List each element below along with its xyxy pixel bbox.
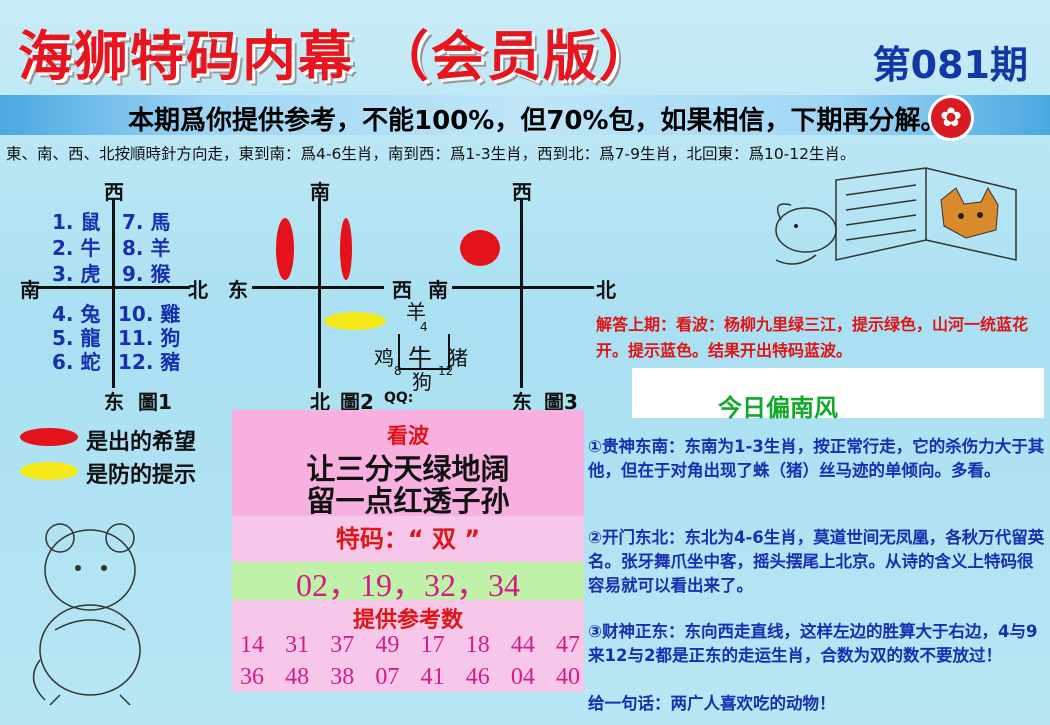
compass-right-number: 12 xyxy=(438,364,454,378)
reference-number: 49 xyxy=(375,632,400,658)
compass-left-word: 鸡 xyxy=(374,346,394,370)
reference-number: 46 xyxy=(465,664,490,690)
reference-number: 44 xyxy=(510,632,535,658)
diagram3-right-label: 北 xyxy=(596,278,616,302)
main-numbers-panel xyxy=(232,562,584,600)
legend-red-text: 是出的希望 xyxy=(86,430,197,455)
diagram2-vertical-axis xyxy=(318,198,321,388)
banner-strip xyxy=(0,95,1050,135)
kanbo-title: 看波 xyxy=(387,424,429,448)
mouse-doodle-illustration xyxy=(32,523,141,706)
diagram1-left-label: 南 xyxy=(20,278,40,302)
reference-number: 48 xyxy=(285,664,310,690)
red-marker-oval xyxy=(276,218,294,280)
intro-text: 東、南、西、北按順時針方向走，東到南：爲4-6生肖，南到西：爲1-3生肖，西到北… xyxy=(6,145,856,163)
diagram1-caption: 圖1 xyxy=(138,390,172,414)
diagram2-bottom-label: 北 xyxy=(310,390,330,414)
zodiac-item: 11. 狗 xyxy=(118,326,181,350)
zodiac-item: 3. 虎 xyxy=(52,262,101,286)
reference-number: 31 xyxy=(285,632,310,658)
tema-label: 特码：“ 双 ” xyxy=(335,525,481,553)
reference-number: 14 xyxy=(240,632,264,658)
reference-number: 41 xyxy=(420,664,445,690)
diagram3-horizontal-axis xyxy=(452,286,594,289)
banner-text: 本期爲你提供参考，不能100%，但70%包，如果相信，下期再分解。 xyxy=(128,106,947,136)
qq-label: QQ: xyxy=(384,390,414,406)
compass-up-word: 羊 xyxy=(406,300,426,324)
compass-center-word: 牛 xyxy=(408,344,432,372)
legend-yellow-oval xyxy=(20,462,78,480)
zodiac-item: 12. 豬 xyxy=(118,350,181,374)
main-numbers: 02，19，32，34 xyxy=(295,567,520,603)
zodiac-item: 9. 猴 xyxy=(122,262,171,286)
reference-number: 17 xyxy=(420,632,445,658)
hint-paragraph-3: ③财神正东：东向西走直线，这样左边的胜算大于右边，4与9来12与2都是正东的走运… xyxy=(588,622,1038,665)
page-title: 海狮特码内幕 （会员版） xyxy=(18,25,655,88)
reference-number: 47 xyxy=(555,632,580,658)
zodiac-item: 8. 羊 xyxy=(122,236,171,260)
reference-number: 07 xyxy=(375,664,400,690)
diagram1-vertical-axis xyxy=(112,198,115,388)
compass-down-word: 狗 xyxy=(412,370,432,394)
diagram3-top-label: 西 xyxy=(512,180,532,204)
tema-panel xyxy=(232,516,584,562)
zodiac-item: 1. 鼠 xyxy=(52,210,101,234)
reference-number: 18 xyxy=(465,632,490,658)
kanbo-panel xyxy=(232,410,584,516)
reference-number: 38 xyxy=(330,664,355,690)
white-note-strip xyxy=(632,368,1044,418)
hint-closing-line: 给一句话：两广人喜欢吃的动物！ xyxy=(588,694,836,713)
reference-row-2: 36 48 38 07 41 46 04 40 xyxy=(240,664,580,691)
zodiac-item: 2. 牛 xyxy=(52,236,101,260)
diagram1-top-label: 西 xyxy=(104,180,124,204)
zodiac-item: 7. 馬 xyxy=(122,210,171,234)
zodiac-item: 5. 龍 xyxy=(52,326,101,350)
diagram1-horizontal-axis xyxy=(38,286,190,289)
red-marker-oval xyxy=(340,218,352,280)
diagram3-left-label: 南 xyxy=(428,278,448,302)
zodiac-item: 10. 雞 xyxy=(118,302,181,326)
yellow-marker-oval xyxy=(324,312,386,330)
issue-number: 第081期 xyxy=(872,43,1028,87)
reference-number: 37 xyxy=(330,632,355,658)
compass-up-number: 4 xyxy=(420,320,428,334)
last-issue-answer: 解答上期：看波：杨柳九里绿三江，提示绿色，山河一统蓝花开。提示蓝色。结果开出特码… xyxy=(596,315,1029,360)
reference-row-1: 14 31 37 49 17 18 44 47 xyxy=(240,632,580,659)
reference-numbers-panel xyxy=(232,600,584,692)
reference-number: 04 xyxy=(510,664,535,690)
diagram2-horizontal-axis xyxy=(252,286,384,289)
diagram2-right-label: 西 xyxy=(392,278,412,302)
diagram1-right-label: 北 xyxy=(188,278,208,302)
legend-red-oval xyxy=(20,428,78,446)
reference-number: 36 xyxy=(240,664,264,690)
hint-paragraph-1: ①贵神东南：东南为1-3生肖，按正常行走，它的杀伤力大于其他，但在于对角出现了蛛… xyxy=(588,437,1045,480)
diagram2-top-label: 南 xyxy=(310,180,330,204)
poem-line-2: 留一点红透子孙 xyxy=(306,484,510,518)
reference-numbers-title: 提供参考数 xyxy=(352,608,463,633)
mouse-reading-book-illustration xyxy=(775,167,1017,265)
legend-yellow-text: 是防的提示 xyxy=(86,463,197,488)
red-marker-oval xyxy=(460,230,500,266)
poem-line-1: 让三分天绿地阔 xyxy=(306,452,510,486)
diagram1-bottom-label: 东 xyxy=(104,390,124,414)
compass-left-number: 8 xyxy=(394,364,402,378)
compass-center-box xyxy=(398,334,450,370)
hint-paragraph-2: ②开门东北：东北为4-6生肖，莫道世间无凤凰，各秋万代留英名。张牙舞爪坐中客，摇… xyxy=(588,528,1045,595)
bauhinia-emblem-icon: ✿ xyxy=(928,95,974,141)
compass-right-word: 猪 xyxy=(448,346,468,370)
diagram3-vertical-axis xyxy=(520,198,523,388)
reference-number: 40 xyxy=(555,664,580,690)
diagram2-left-label: 东 xyxy=(228,278,248,302)
wind-direction-heading: 今日偏南风 xyxy=(718,394,838,422)
zodiac-item: 4. 兔 xyxy=(52,302,101,326)
zodiac-item: 6. 蛇 xyxy=(52,350,101,374)
diagram3-bottom-label: 东 xyxy=(512,390,532,414)
